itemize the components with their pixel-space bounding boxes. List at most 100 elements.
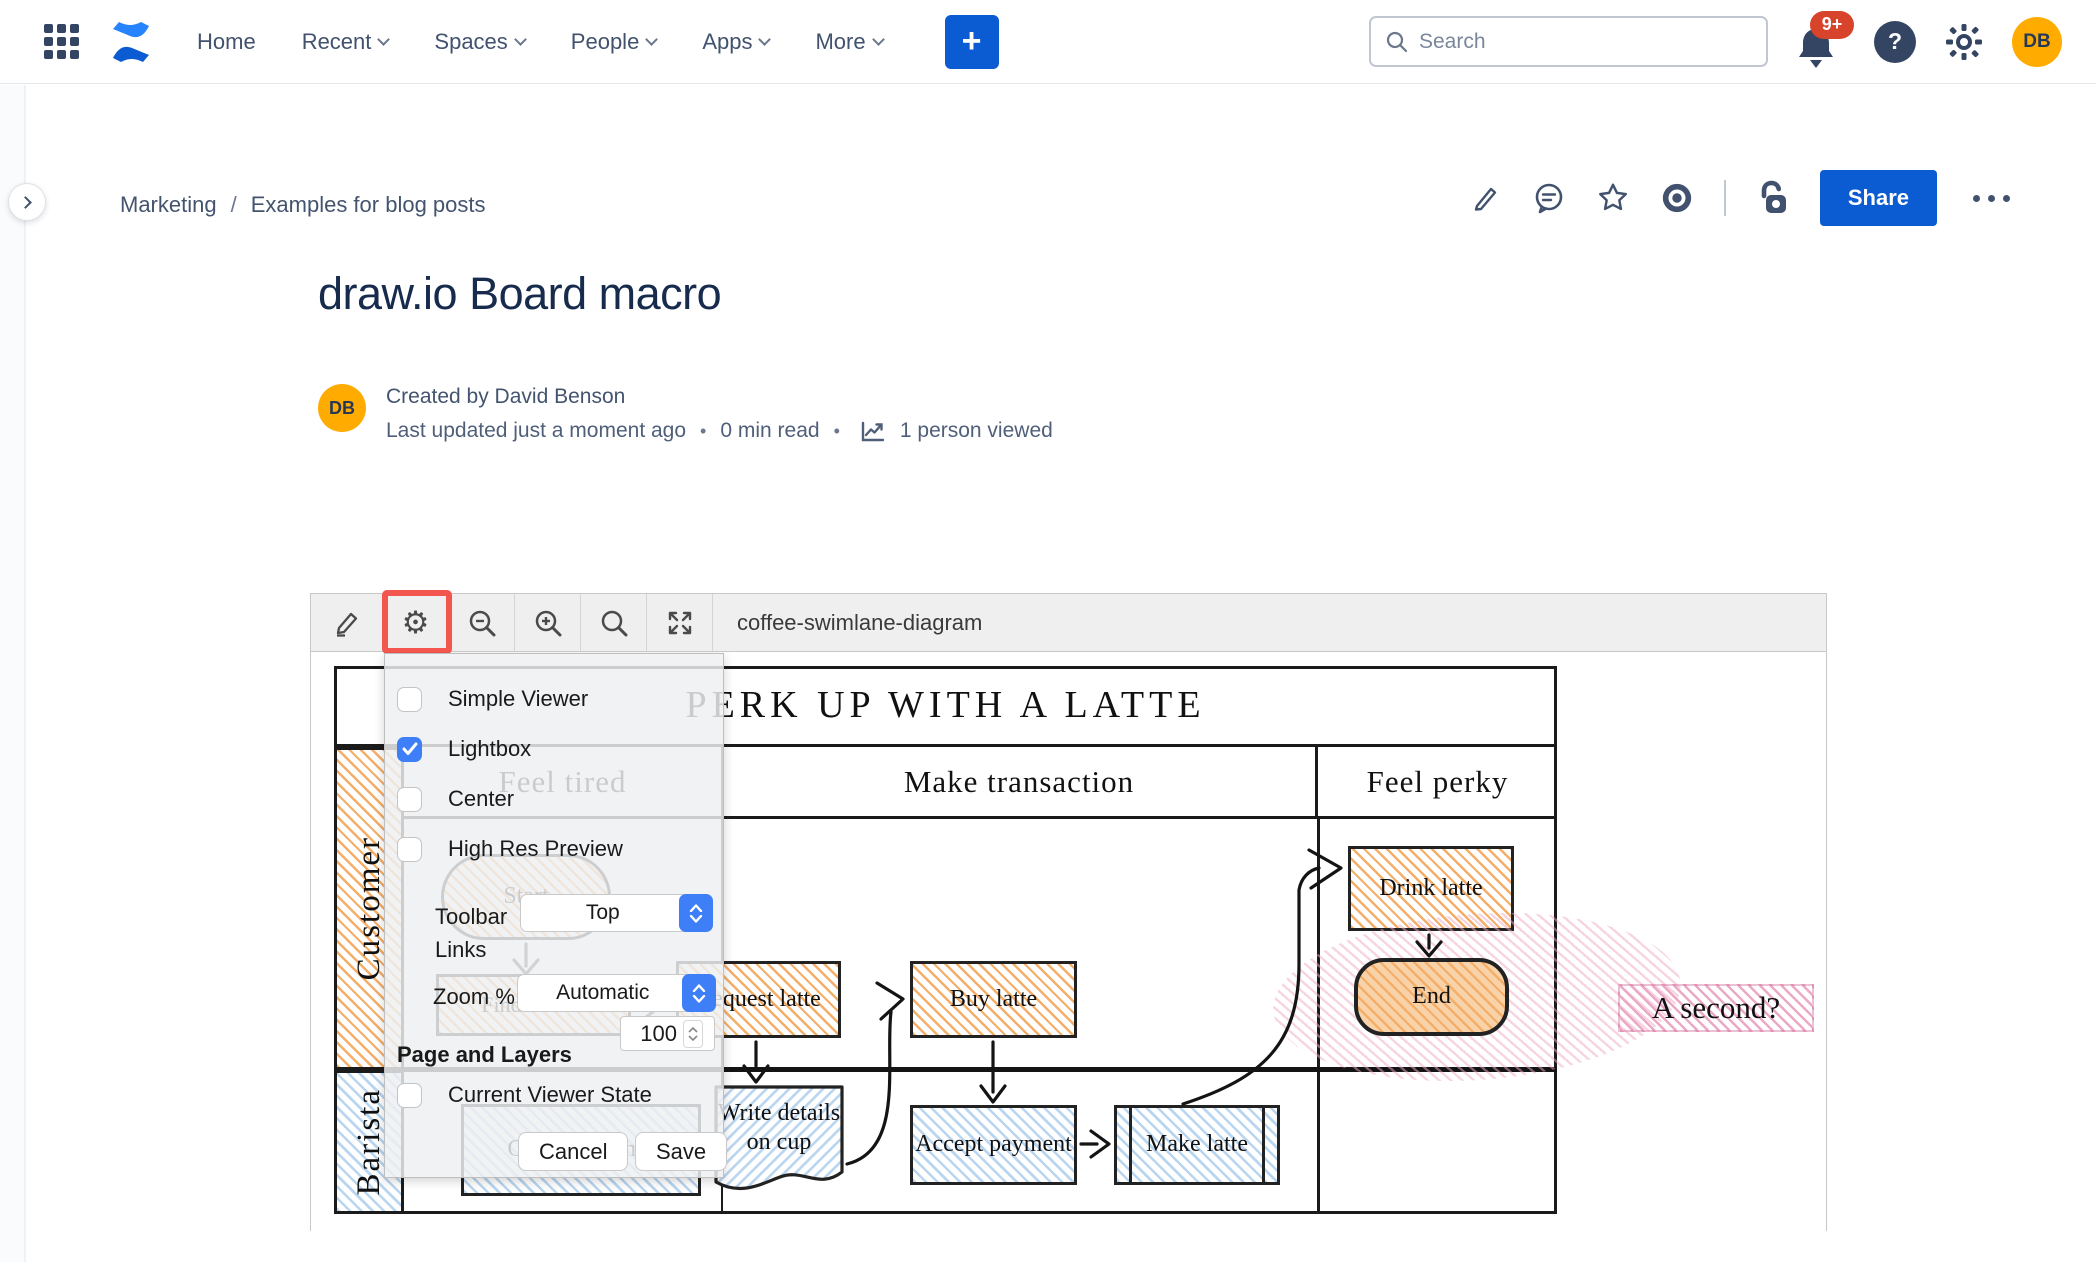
search-input[interactable] [1419,29,1752,54]
pencil-icon [336,612,357,637]
drawio-viewer-macro: ⚙ [310,590,1827,1231]
chevron-down-icon [758,33,772,46]
cancel-button[interactable]: Cancel [518,1132,629,1171]
toolbar-position-select[interactable]: Top [520,894,713,932]
zoom-in-icon [535,610,561,636]
created-by: Created by David Benson [386,385,626,408]
node-a-second: A second? [1618,984,1814,1032]
drawio-edit-button[interactable] [311,594,383,651]
diagram-canvas: PERK UP WITH A LATTE Feel tired Make tra… [311,652,1826,1231]
watch-button[interactable] [1660,181,1694,215]
high-res-preview-label: High Res Preview [448,836,623,861]
app-switcher-icon[interactable] [44,24,79,59]
select-stepper-icon [678,894,713,932]
question-mark-icon: ? [1887,28,1903,54]
links-label: Links [435,937,487,962]
drawio-zoom-out-button[interactable] [449,594,515,651]
center-label: Center [448,786,515,811]
lightbox-label: Lightbox [448,736,532,761]
read-time: 0 min read [720,419,820,442]
nav-item-apps[interactable]: Apps [702,29,772,55]
column-header-make-transaction: Make transaction [723,747,1318,819]
top-navbar: Home Recent Spaces People Apps More + [0,0,2096,84]
favorite-button[interactable] [1596,181,1630,215]
drawio-settings-panel: Simple Viewer Lightbox Center [384,653,728,1178]
select-stepper-icon [681,974,716,1012]
comment-icon [1535,183,1563,214]
last-updated[interactable]: Last updated just a moment ago [386,419,687,442]
notification-badge: 9+ [1810,10,1854,39]
chevron-down-icon [645,33,659,46]
zoom-percent-field [620,1016,715,1051]
primary-nav: Home Recent Spaces People Apps More [197,28,885,55]
breadcrumb-separator: / [230,192,237,217]
fullscreen-icon [668,611,691,634]
create-button[interactable]: + [944,14,999,69]
high-res-preview-checkbox[interactable] [397,836,422,862]
simple-viewer-checkbox[interactable] [397,686,422,712]
nav-item-spaces[interactable]: Spaces [434,29,527,55]
comment-button[interactable] [1532,181,1566,215]
edit-button[interactable] [1468,181,1502,215]
more-actions-button[interactable] [1967,189,2016,208]
node-accept-payment: Accept payment [910,1105,1077,1185]
settings-gear-icon[interactable] [1942,20,1986,64]
search-icon [1386,31,1408,52]
actions-divider [1723,180,1726,216]
node-write-details-shape [714,1085,844,1191]
page-actions: Share [1468,170,2016,226]
gear-icon: ⚙ [401,604,430,641]
zoom-percent-input[interactable] [621,1020,683,1047]
page-and-layers-heading: Page and Layers [397,1042,572,1067]
restrictions-button[interactable] [1756,180,1790,215]
breadcrumb: Marketing / Examples for blog posts [120,192,486,218]
column-header-feel-perky: Feel perky [1318,747,1557,819]
nav-item-people[interactable]: People [571,29,659,55]
notifications-button[interactable]: 9+ [1796,10,1854,73]
drawio-zoom-in-button[interactable] [515,594,581,651]
analytics-trend-icon [861,421,885,442]
expand-sidebar-button[interactable] [8,183,46,221]
nav-item-home[interactable]: Home [197,28,256,54]
current-viewer-state-label: Current Viewer State [448,1082,652,1107]
author-avatar[interactable]: DB [318,384,366,432]
node-make-latte: Make latte [1114,1105,1280,1185]
lane-divider-line [404,1067,1557,1072]
diagram-filename: coffee-swimlane-diagram [737,609,983,635]
number-stepper-icon[interactable] [683,1019,703,1048]
breadcrumb-page-link[interactable]: Examples for blog posts [250,192,486,217]
chevron-down-icon [377,33,391,46]
viewed-count[interactable]: 1 person viewed [899,419,1053,442]
toolbar-position-label: Toolbar [435,904,508,929]
nav-item-more[interactable]: More [815,29,885,55]
node-end: End [1354,958,1509,1036]
chevron-right-icon [19,195,32,209]
chevron-down-icon [513,33,527,46]
user-avatar[interactable]: DB [2012,16,2062,67]
chevron-down-icon [871,33,885,46]
zoom-mode-select[interactable]: Automatic [517,974,716,1012]
search-box [1369,16,1768,67]
zoom-out-icon [469,610,495,636]
simple-viewer-label: Simple Viewer [448,686,589,711]
byline: DB Created by David Benson Last updated … [318,380,1053,448]
current-viewer-state-checkbox[interactable] [397,1082,422,1108]
nav-item-recent[interactable]: Recent [302,29,391,55]
diagram-title: PERK UP WITH A LATTE [334,666,1557,747]
drawio-fullscreen-button[interactable] [647,594,713,651]
breadcrumb-space-link[interactable]: Marketing [120,192,217,217]
pencil-icon [1474,187,1497,211]
center-checkbox[interactable] [397,786,422,812]
help-button[interactable]: ? [1874,20,1916,63]
magnifier-icon [601,610,627,636]
drawio-toolbar: ⚙ [311,590,1826,654]
node-write-details: Write details on cup [717,1100,841,1155]
save-button[interactable]: Save [635,1132,728,1171]
confluence-logo-icon[interactable] [109,21,153,63]
collapsed-sidebar-rail [0,85,26,1262]
drawio-settings-button[interactable]: ⚙ [383,594,449,651]
share-button[interactable]: Share [1819,170,1937,226]
lightbox-checkbox[interactable] [397,736,422,762]
drawio-zoom-reset-button[interactable] [581,594,647,651]
